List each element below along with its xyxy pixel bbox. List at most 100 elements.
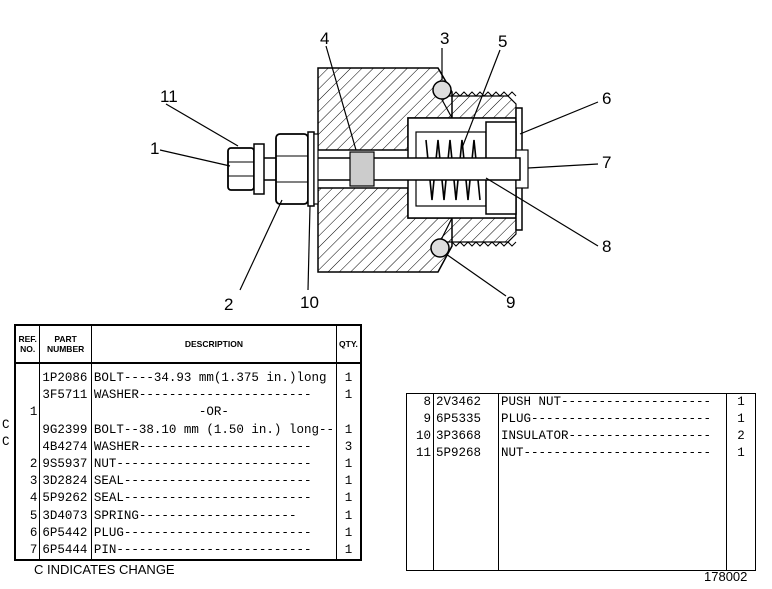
change-marker: C (2, 435, 10, 449)
table-row: 11 5P9268 NUT------------------------- 1 (406, 445, 756, 462)
qty-cell: 1 (344, 388, 353, 403)
callout-9: 9 (506, 293, 516, 312)
ref-cell: 5 (15, 507, 41, 525)
change-marker: C (2, 418, 10, 432)
parts-table-2: 8 2V3462 PUSH NUT-------------------- 1 … (406, 393, 756, 571)
qty-cell: 1 (344, 542, 353, 557)
table-row: 10 3P3668 INSULATOR------------------- 2 (406, 428, 756, 445)
qty-cell: 1 (344, 474, 353, 489)
qty-cell: 1 (344, 491, 353, 506)
part-cell: 9G2399 (39, 421, 92, 439)
table-row: 2 9S5937 NUT-------------------------- 1 (15, 455, 361, 474)
ref-cell (15, 421, 41, 439)
qty-cell: 1 (344, 422, 353, 437)
qty-cell: 1 (737, 412, 745, 426)
header-desc: DESCRIPTION (90, 324, 337, 364)
header-part: PART NUMBER (39, 324, 92, 364)
qty-cell: 2 (737, 429, 745, 443)
qty-cell: 1 (344, 525, 353, 540)
part-cell: 3P3668 (433, 428, 499, 445)
change-note: C INDICATES CHANGE (34, 562, 175, 577)
qty-cell: 3 (344, 439, 353, 454)
callout-11: 11 (160, 87, 178, 106)
qty-cell: 1 (344, 371, 353, 386)
plug-9 (430, 238, 450, 258)
part-cell: 6P5442 (39, 524, 92, 542)
table-row: 4B4274 WASHER----------------------- 3 (15, 438, 361, 456)
table-row (15, 363, 361, 370)
table-row: 1 -OR- (15, 404, 361, 422)
ref-cell: 11 (406, 445, 434, 462)
ref-cell: 6 (15, 524, 41, 542)
ref-cell: 7 (15, 541, 41, 561)
qty-cell: 1 (737, 395, 745, 409)
table-row: 9G2399 BOLT--38.10 mm (1.50 in.) long-- … (15, 421, 361, 439)
table-row: 7 6P5444 PIN-------------------------- 1 (15, 541, 361, 561)
header-qty: QTY. (335, 324, 362, 364)
table-row-empty (406, 462, 756, 571)
ref-cell: 3 (15, 473, 41, 491)
table-row: 8 2V3462 PUSH NUT-------------------- 1 (406, 393, 756, 411)
ref-cell: 10 (406, 428, 434, 445)
part-cell (39, 404, 92, 422)
table-row: 3F5711 WASHER----------------------- 1 (15, 387, 361, 405)
part-cell: 5P9262 (39, 490, 92, 508)
desc-cell: BOLT--38.10 mm (1.50 in.) long-- (91, 421, 337, 439)
ref-cell: 1 (15, 404, 41, 422)
header-ref: REF. NO. (14, 324, 41, 364)
callout-5: 5 (498, 32, 508, 51)
desc-cell: WASHER----------------------- (91, 438, 337, 456)
table-row: 1P2086 BOLT----34.93 mm(1.375 in.)long 1 (15, 370, 361, 388)
callout-1: 1 (150, 139, 160, 158)
part-cell: 4B4274 (39, 438, 92, 456)
document-number: 178002 (704, 569, 748, 584)
desc-cell: SEAL------------------------- (91, 473, 337, 491)
desc-cell: NUT------------------------- (498, 445, 727, 462)
callout-8: 8 (602, 237, 612, 256)
part-cell: 9S5937 (39, 455, 92, 474)
ref-cell: 4 (15, 490, 41, 508)
part-cell: 1P2086 (39, 370, 92, 388)
desc-cell: PLUG------------------------ (498, 411, 727, 428)
desc-cell: BOLT----34.93 mm(1.375 in.)long (91, 370, 337, 388)
table-row: 9 6P5335 PLUG------------------------ 1 (406, 411, 756, 428)
desc-cell: PUSH NUT-------------------- (498, 393, 727, 411)
callout-3: 3 (440, 29, 450, 48)
callout-2: 2 (224, 295, 234, 314)
callout-6: 6 (602, 89, 612, 108)
bolt-head (227, 143, 265, 195)
part-cell: 5P9268 (433, 445, 499, 462)
callout-7: 7 (602, 153, 612, 172)
part-cell: 6P5444 (39, 541, 92, 561)
desc-cell: PLUG------------------------- (91, 524, 337, 542)
ref-cell (15, 387, 41, 405)
ref-cell (15, 370, 41, 388)
part-cell: 3D2824 (39, 473, 92, 491)
callout-10: 10 (300, 293, 319, 312)
seal-4 (349, 151, 375, 187)
callout-4: 4 (320, 29, 330, 48)
nut-2 (275, 133, 309, 205)
qty-cell (336, 404, 361, 421)
table-row: 6 6P5442 PLUG------------------------- 1 (15, 524, 361, 542)
table-row: 3 3D2824 SEAL------------------------- 1 (15, 473, 361, 491)
part-cell: 2V3462 (433, 393, 499, 411)
desc-cell: SEAL------------------------- (91, 490, 337, 508)
desc-cell: NUT-------------------------- (91, 455, 337, 474)
ref-cell (15, 438, 41, 456)
table-row: 4 5P9262 SEAL------------------------- 1 (15, 490, 361, 508)
ref-cell: 8 (406, 393, 434, 411)
bolt-shaft (229, 157, 521, 181)
desc-cell: -OR- (91, 404, 337, 422)
qty-cell: 1 (344, 457, 353, 472)
part-cell: 3D4073 (39, 507, 92, 525)
insulator-10 (307, 131, 315, 207)
desc-cell: SPRING--------------------- (91, 507, 337, 525)
ref-cell: 2 (15, 455, 41, 474)
assembly-diagram (159, 45, 599, 297)
seal-3 (432, 80, 452, 100)
desc-cell: INSULATOR------------------- (498, 428, 727, 445)
parts-table-1: REF. NO. PART NUMBER DESCRIPTION QTY. 1P… (14, 324, 362, 562)
desc-cell: PIN-------------------------- (91, 541, 337, 561)
part-cell: 3F5711 (39, 387, 92, 405)
